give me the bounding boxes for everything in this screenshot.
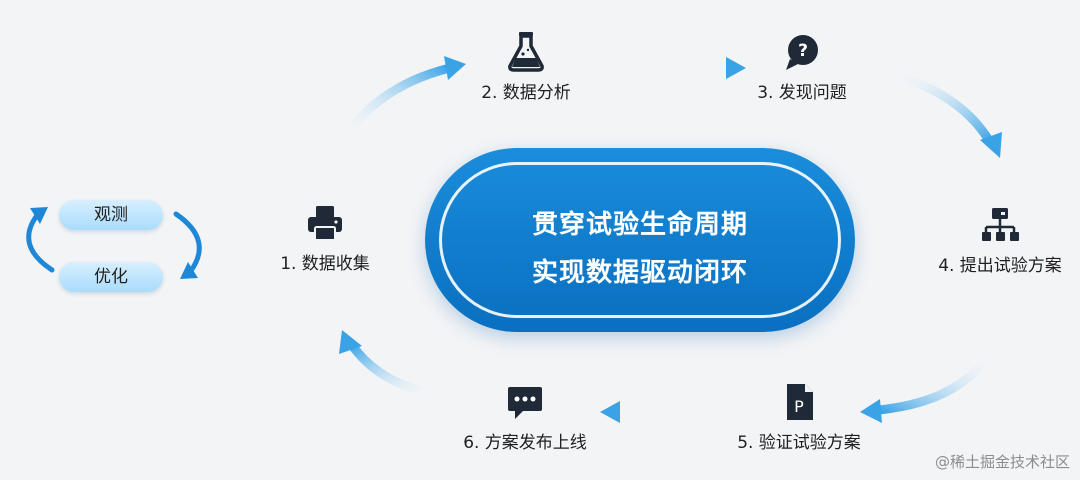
footer-credit: @稀土掘金技术社区: [934, 453, 1070, 471]
arrow-4-to-5: [873, 347, 995, 415]
arrowhead-2-to-3: [726, 57, 746, 79]
loop-arrow-right: [173, 211, 202, 275]
step-5: P 5. 验证试验方案: [724, 382, 874, 453]
arrowhead-1-to-2: [444, 56, 466, 80]
step-1: 1. 数据收集: [270, 203, 380, 274]
arrowhead-6-to-1: [339, 330, 362, 354]
center-line-1: 贯穿试验生命周期: [531, 210, 748, 240]
step-6: 6. 方案发布上线: [450, 382, 600, 453]
step-3-label: 3. 发现问题: [757, 83, 847, 103]
step-2: 2. 数据分析: [466, 30, 586, 103]
step-4: 4. 提出试验方案: [925, 205, 1075, 276]
loop-arrowhead-right: [180, 262, 198, 279]
hierarchy-icon: [982, 208, 1019, 241]
step-6-label: 6. 方案发布上线: [463, 433, 587, 453]
svg-text:?: ?: [798, 41, 808, 61]
step-3: ? 3. 发现问题: [742, 32, 862, 103]
document-p-icon: P: [787, 384, 813, 420]
loop-pill-optimize: 优化: [59, 262, 163, 292]
arrowhead-5-to-6: [600, 401, 620, 423]
center-pill: 贯穿试验生命周期 实现数据驱动闭环: [425, 148, 855, 332]
step-1-label: 1. 数据收集: [280, 254, 370, 274]
svg-text:P: P: [794, 397, 804, 416]
step-5-label: 5. 验证试验方案: [737, 433, 861, 453]
arrowhead-4-to-5: [860, 399, 882, 423]
loop-arrow-left: [26, 211, 55, 273]
loop-pill-observe: 观测: [59, 200, 163, 230]
loop-arrowhead-left: [30, 207, 48, 224]
arrow-3-to-4: [880, 67, 995, 147]
question-bubble-icon: ?: [786, 35, 818, 70]
step-4-label: 4. 提出试验方案: [938, 256, 1062, 276]
printer-icon: [308, 206, 342, 241]
flask-icon: [508, 32, 544, 72]
arrow-1-to-2: [337, 63, 455, 145]
center-pill-border: [439, 162, 841, 318]
chat-dots-icon: [508, 387, 542, 419]
step-2-label: 2. 数据分析: [481, 83, 571, 103]
arrow-6-to-1: [347, 340, 445, 400]
arrowhead-3-to-4: [980, 132, 1002, 158]
center-line-2: 实现数据驱动闭环: [531, 258, 748, 288]
